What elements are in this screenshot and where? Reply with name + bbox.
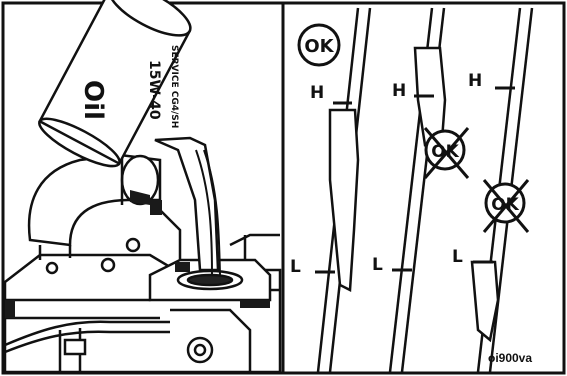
figure-code: oi900va: [488, 351, 532, 365]
high-mark-label-1: H: [310, 83, 324, 103]
oil-grade-label: 15W-40: [146, 60, 162, 120]
ok-badge-1-text: OK: [304, 36, 334, 57]
low-mark-label-3: L: [452, 247, 463, 267]
engine-illustration: [5, 155, 280, 372]
dipstick-overfilled: [390, 8, 445, 372]
left-panel: Oil 15W-40 SERVICE CG4/SH: [5, 0, 280, 372]
high-mark-label-2: H: [392, 81, 406, 101]
not-ok-badge-2: OK: [425, 128, 468, 178]
ok-badge-1: OK: [299, 25, 339, 65]
oil-spec-label: SERVICE CG4/SH: [169, 45, 179, 128]
low-mark-label-1: L: [290, 257, 301, 277]
right-panel: OK OK OK H L H L H L oi900va: [290, 8, 532, 372]
high-mark-label-3: H: [468, 71, 482, 91]
low-mark-label-2: L: [372, 255, 383, 275]
can-brand-label: Oil: [78, 80, 108, 120]
